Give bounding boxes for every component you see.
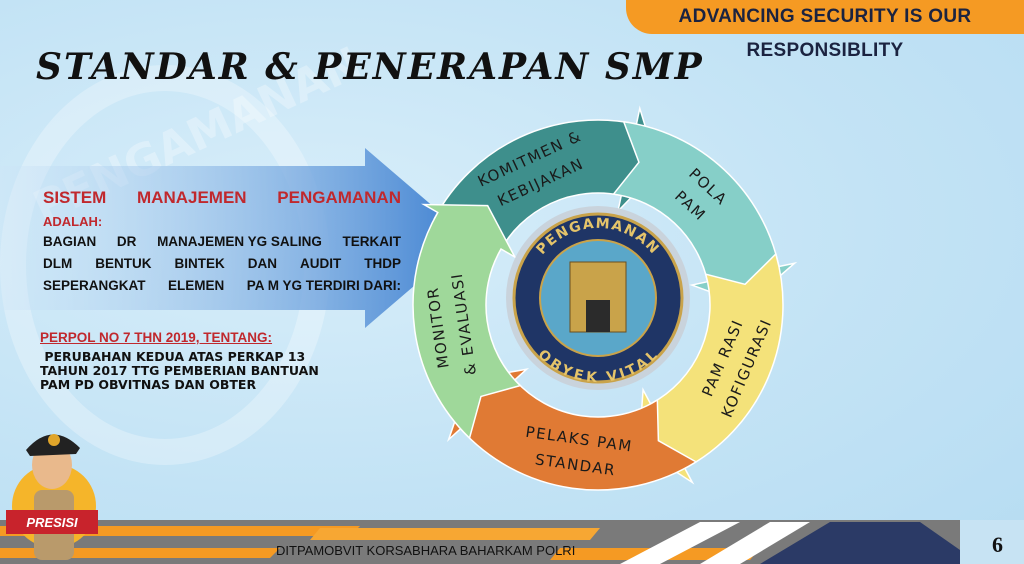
definition-word: BINTEK	[174, 256, 225, 271]
definition-word: BENTUK	[95, 256, 152, 271]
definition-word: AUDIT	[300, 256, 342, 271]
cycle-step-arrow	[638, 252, 784, 485]
pengamanan-obyek-vital-logo: PENGAMANAN OBYEK VITAL	[506, 206, 690, 390]
slide-title: STANDAR & PENERAPAN SMP	[36, 46, 704, 88]
footer-organization: DITPAMOBVIT KORSABHARA BAHARKAM POLRI	[276, 543, 576, 558]
definition-word: DR	[116, 234, 137, 249]
definition-word: THDP	[364, 256, 401, 271]
definition-word: BAGIAN	[43, 234, 97, 249]
slogan-banner: ADVANCING SECURITY IS OUR RESPONSIBLITY	[626, 0, 1024, 61]
definition-subheading: ADALAH:	[43, 214, 103, 229]
definition-word: TERKAIT	[342, 234, 402, 249]
definition-heading: SISTEM MANAJEMEN PENGAMANAN	[43, 188, 401, 208]
definition-word: DLM	[43, 256, 73, 271]
regulation-heading: PERPOL NO 7 THN 2019, TENTANG:	[40, 330, 273, 345]
heading-word: MANAJEMEN	[137, 188, 247, 207]
page-number: 6	[992, 532, 1003, 557]
cycle-step-arrow	[612, 120, 798, 306]
definition-arrow	[0, 148, 470, 328]
definition-word: PA M YG TERDIRI DARI:	[246, 278, 401, 293]
definition-word: MANAJEMEN YG SALING	[157, 234, 322, 249]
heading-word: SISTEM	[43, 188, 107, 207]
police-mascot: PRESISI	[6, 434, 98, 560]
cycle-step-arrow	[412, 203, 522, 440]
definition-word: DAN	[247, 256, 277, 271]
definition-line: DLM BENTUK BINTEK DAN AUDIT THDP	[43, 253, 401, 275]
presisi-badge: PRESISI	[26, 515, 78, 530]
heading-word: PENGAMANAN	[277, 188, 401, 207]
definition-word: SEPERANGKAT	[43, 278, 146, 293]
cycle-step-arrow	[446, 368, 698, 491]
definition-word: ELEMEN	[167, 278, 225, 293]
regulation-text: PERUBAHAN KEDUA ATAS PERKAP 13 TAHUN 201…	[40, 349, 319, 392]
definition-text: BAGIAN DR MANAJEMEN YG SALING TERKAIT DLM BEN…	[43, 231, 401, 297]
definition-line: SEPERANGKAT ELEMEN PA M YG TERDIRI DARI:	[43, 275, 401, 297]
footer-stripes	[0, 520, 1024, 564]
definition-block: SISTEM MANAJEMEN PENGAMANAN ADALAH: BAGI…	[43, 188, 401, 297]
definition-line: BAGIAN DR MANAJEMEN YG SALING TERKAIT	[43, 231, 401, 253]
